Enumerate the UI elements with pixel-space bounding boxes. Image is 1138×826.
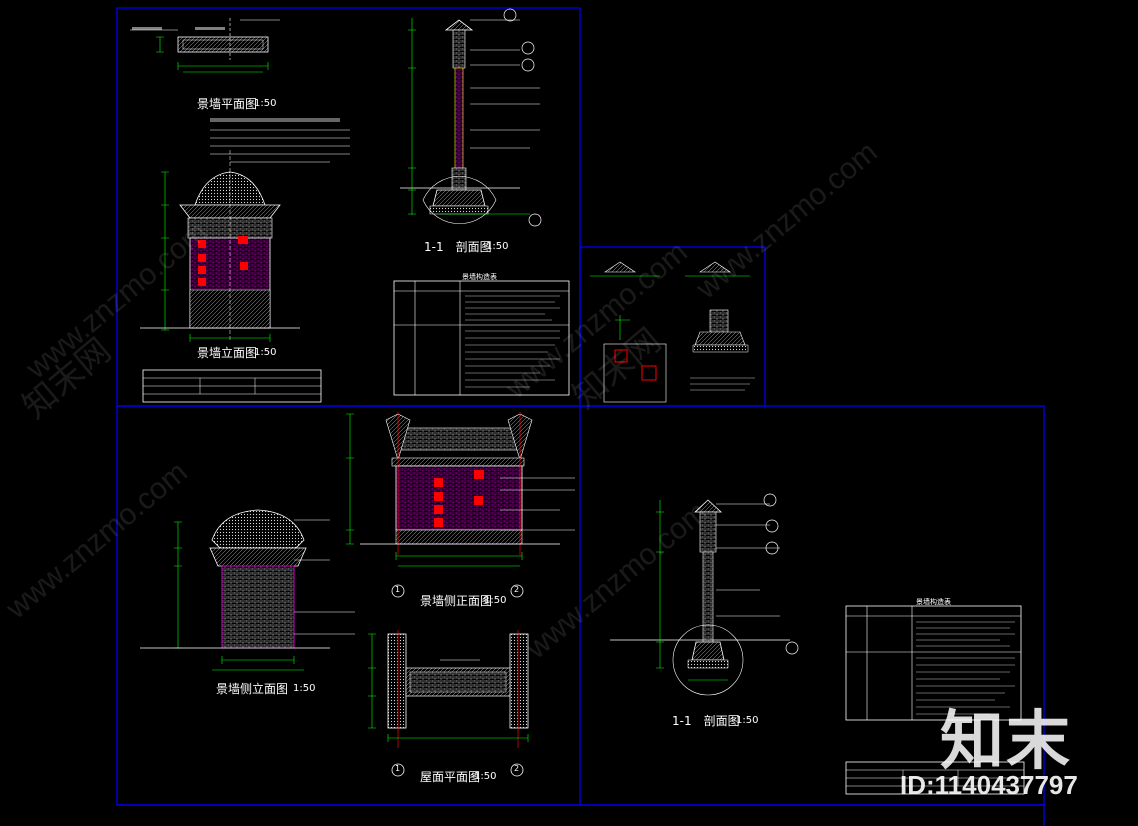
section-view-bottom (610, 493, 799, 696)
scale-label: 1:50 (474, 771, 497, 782)
side-front-elevation (346, 412, 575, 567)
scale-label: 1:50 (254, 347, 277, 358)
detail-sheet (590, 261, 755, 403)
axis-markers (391, 584, 524, 777)
caption-section-top: 1-1 剖面图 (424, 240, 492, 254)
roof-plan (368, 630, 529, 748)
material-table-bottom (845, 761, 1025, 795)
caption-plan: 景墙平面图 (197, 97, 258, 111)
sheet-frames (116, 7, 1045, 826)
axis-label-2: 2 (514, 585, 520, 594)
scale-label: 1:50 (484, 595, 507, 606)
notes-table-bottom (845, 605, 1022, 721)
scale-label: 1:50 (736, 715, 759, 726)
caption-side-elevation: 景墙侧立面图 (216, 682, 289, 696)
material-table-top (142, 369, 322, 403)
notes-table-top (393, 280, 570, 396)
watermark-brand: 知末 (940, 705, 1072, 779)
side-elevation (140, 509, 355, 671)
front-elevation (140, 118, 350, 342)
axis-label-1: 1 (395, 585, 401, 594)
plan-view (130, 18, 280, 73)
caption-section-bottom: 1-1 剖面图 (672, 714, 740, 728)
caption-front-elevation: 景墙立面图 (197, 346, 258, 360)
section-view-top (400, 8, 542, 227)
notes-table-title: 景墙构造表 (916, 598, 951, 606)
scale-label: 1:50 (254, 98, 277, 109)
caption-roof-plan: 屋面平面图 (420, 770, 481, 784)
caption-side-front-elevation: 景墙侧正面图 (420, 594, 493, 608)
axis-label-2: 2 (514, 764, 520, 773)
notes-table-title: 景墙构造表 (462, 273, 497, 281)
scale-label: 1:50 (486, 241, 509, 252)
scale-label: 1:50 (293, 683, 316, 694)
watermark-id: ID:1140437797 (900, 770, 1078, 800)
axis-label-1: 1 (395, 764, 401, 773)
